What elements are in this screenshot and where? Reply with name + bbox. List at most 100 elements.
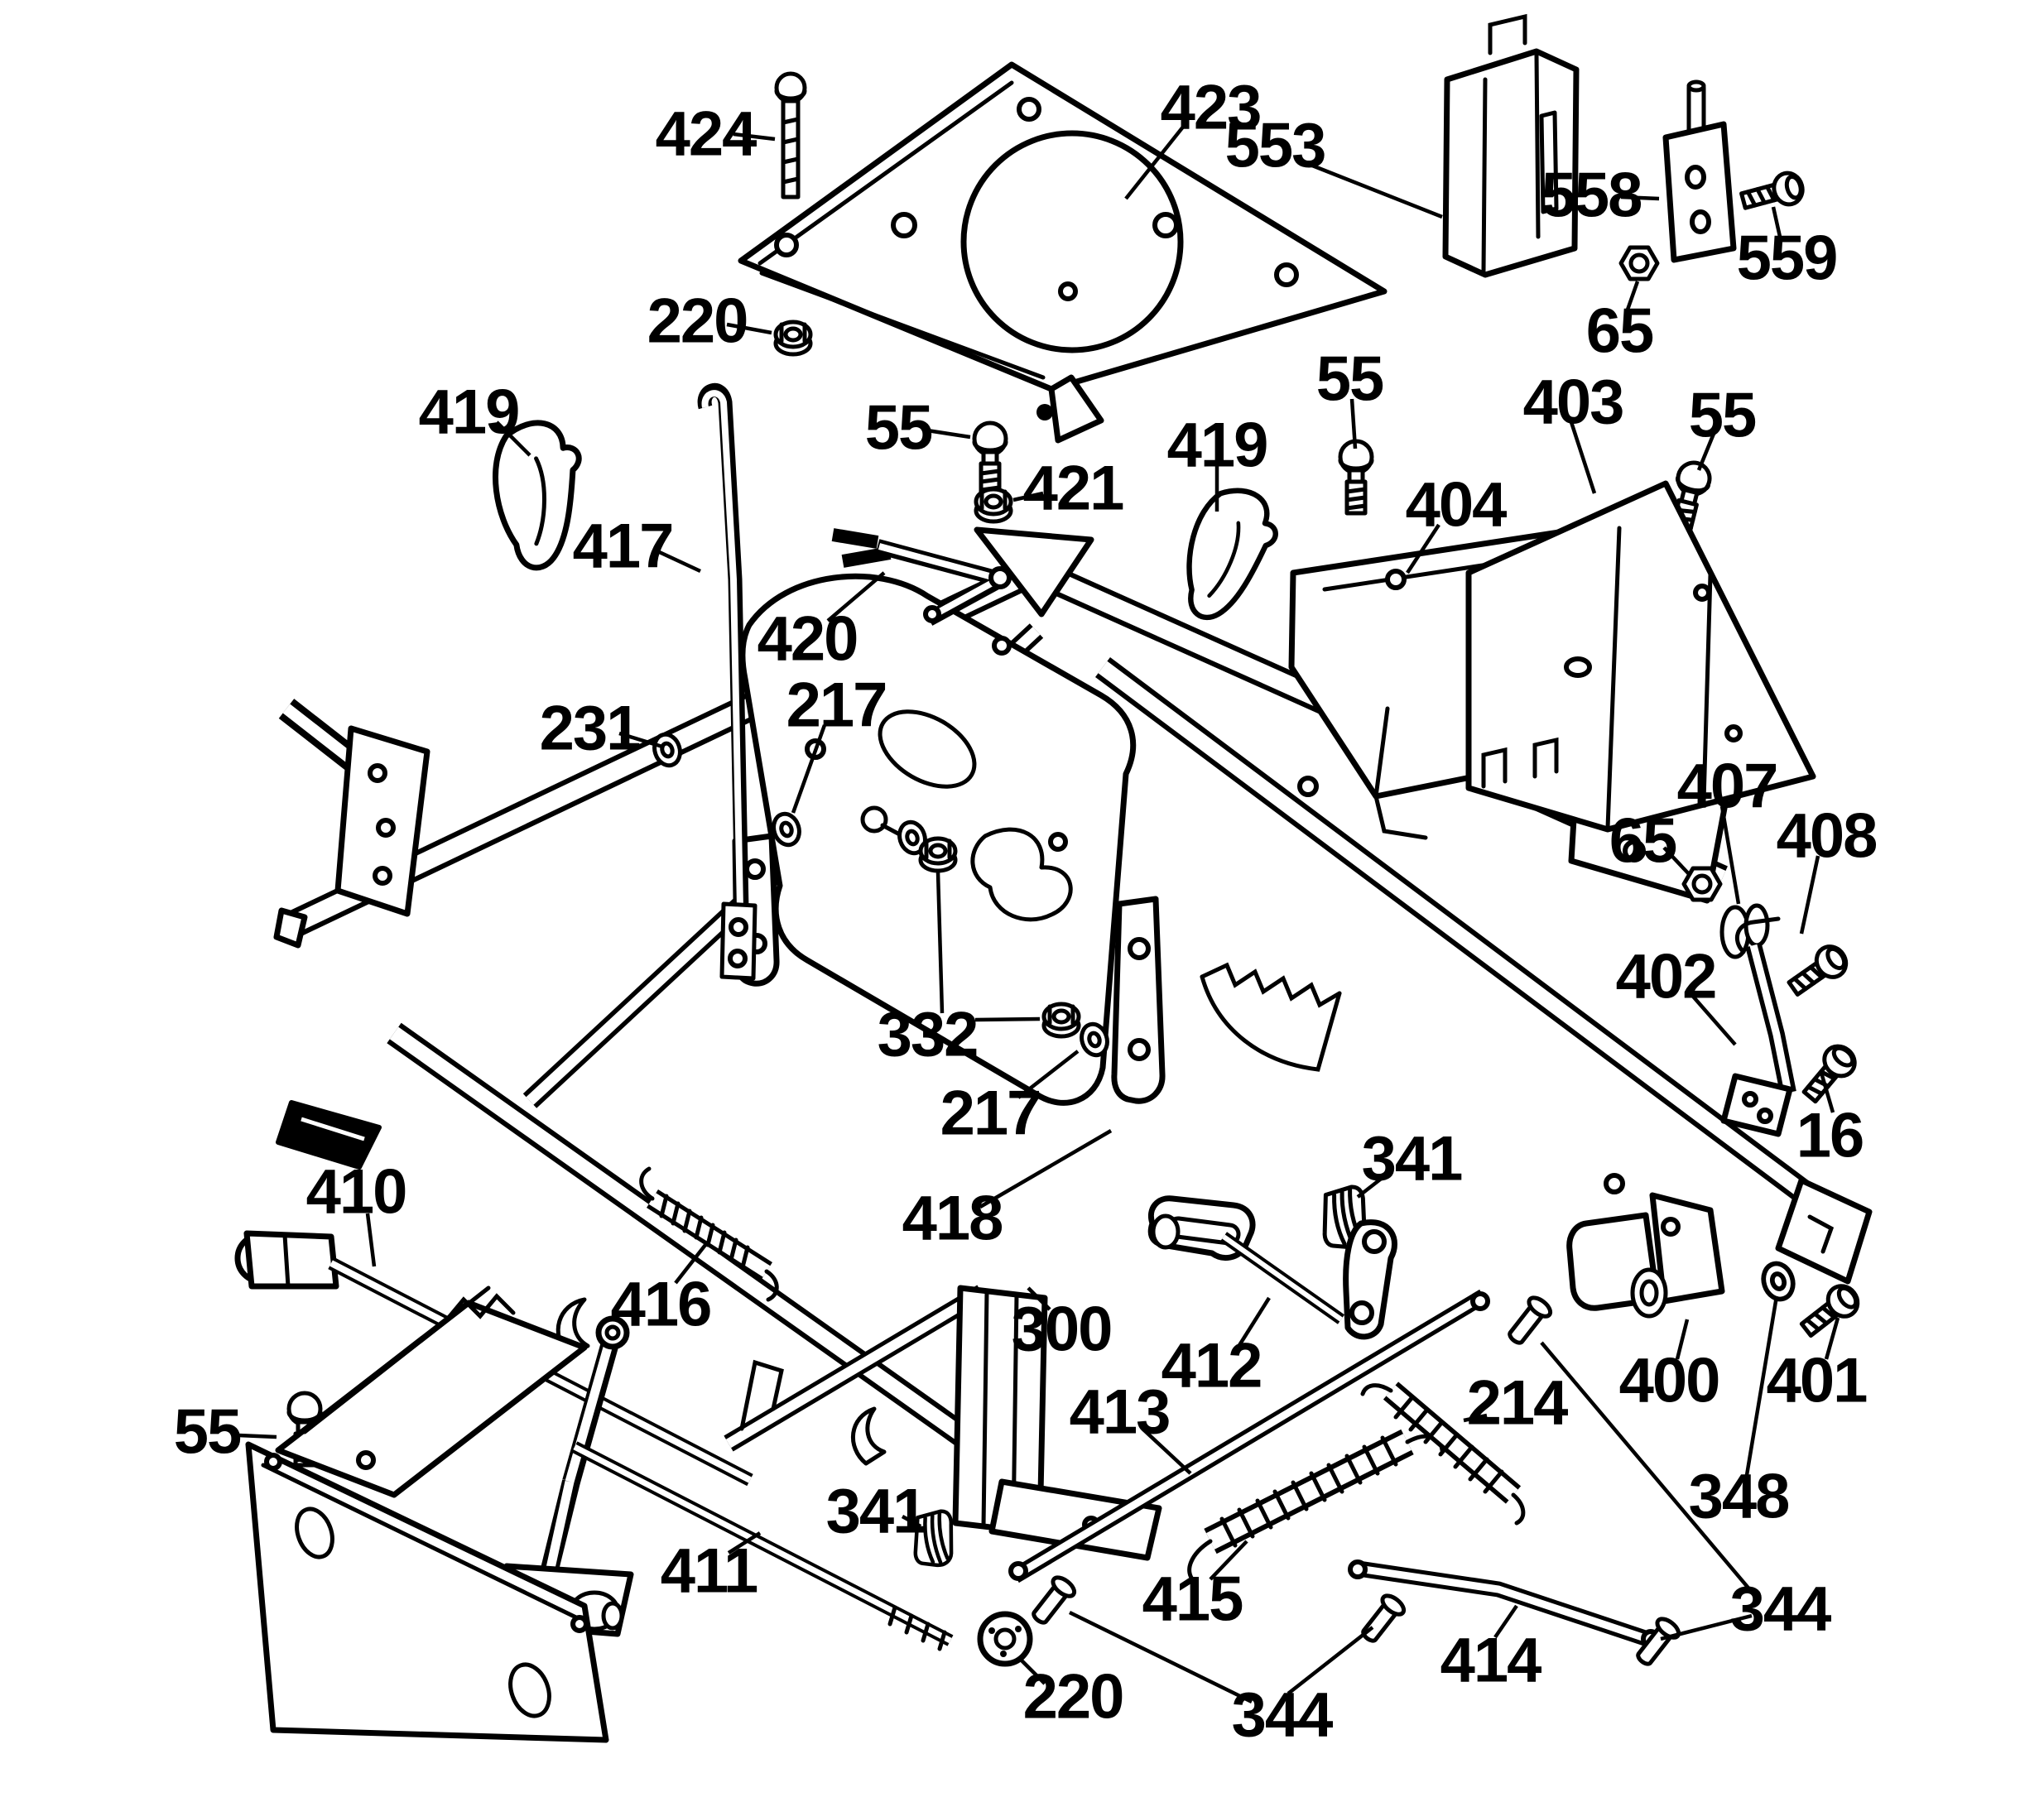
bracket-402: [1720, 916, 1796, 1137]
part-label-220-6: 220: [647, 286, 748, 357]
part-label-417-15: 417: [573, 512, 673, 582]
part-label-400-32: 400: [1619, 1346, 1719, 1416]
bracket-553: [1442, 13, 1580, 278]
frame-foot-flange: [988, 1478, 1162, 1561]
panel-hole: [992, 636, 1012, 656]
part-label-402-22: 402: [1616, 942, 1716, 1012]
spring-415: [1187, 1429, 1445, 1585]
panel-hole: [1048, 832, 1068, 852]
leader-line-410: [365, 1213, 377, 1267]
leader-line-220: [1020, 1659, 1046, 1685]
part-label-410-28: 410: [306, 1157, 406, 1228]
leader-line-411: [727, 1531, 762, 1555]
leader-lines: [238, 124, 1840, 1704]
leader-line-217: [791, 724, 827, 814]
leader-line-344: [1540, 1341, 1757, 1598]
part-label-344-38: 344: [1730, 1574, 1832, 1645]
part-label-332-23: 332: [878, 1000, 978, 1070]
part-label-411-40: 411: [661, 1536, 757, 1607]
leader-line-423: [1124, 124, 1186, 200]
leader-line-421: [1012, 491, 1044, 502]
leader-line-16: [1819, 1072, 1835, 1113]
part-label-217-18: 217: [786, 670, 887, 741]
strap-418: [1111, 896, 1166, 1104]
leader-line-231: [618, 731, 663, 749]
leader-line-332: [935, 872, 945, 1014]
leader-line-419: [495, 420, 531, 457]
leader-line-220: [726, 322, 772, 335]
leader-line-332: [974, 1016, 1041, 1022]
leader-line-403: [1569, 421, 1597, 494]
part-label-421-9: 421: [1023, 454, 1124, 524]
part-label-403-12: 403: [1523, 368, 1623, 438]
part-label-414-42: 414: [1440, 1626, 1542, 1696]
leader-line-344: [1660, 1613, 1753, 1641]
part-label-407-19: 407: [1677, 752, 1777, 822]
part-label-416-29: 416: [611, 1270, 711, 1340]
part-label-408-21: 408: [1777, 801, 1877, 872]
part-label-559-4: 559: [1737, 223, 1837, 294]
part-label-65-5: 65: [1586, 296, 1653, 367]
seat-plate-423: [738, 61, 1388, 444]
part-label-16-25: 16: [1796, 1101, 1864, 1171]
nut-220: [776, 322, 810, 354]
leader-line-408: [1799, 855, 1820, 935]
part-label-344-44: 344: [1232, 1680, 1334, 1751]
frame-rail-end-cap: [1775, 1177, 1873, 1285]
part-label-231-17: 231: [540, 694, 641, 764]
nut-421: [976, 489, 1011, 521]
part-label-341-39: 341: [826, 1477, 927, 1547]
leader-line-413: [1141, 1427, 1192, 1475]
leader-line-414: [1493, 1604, 1518, 1639]
part-label-55-34: 55: [174, 1397, 241, 1468]
stabilizer-arm-414: [1348, 1559, 1661, 1651]
stud-bolt: [860, 805, 888, 834]
v-bracket: [739, 1359, 784, 1431]
part-label-300-30: 300: [1012, 1295, 1112, 1365]
lift-bar-413: [1008, 1289, 1490, 1583]
frame-weldment-300: [273, 526, 1873, 1561]
clip-407: [1719, 903, 1770, 959]
lift-rod-417: [697, 382, 757, 981]
leader-line-553: [1303, 160, 1443, 219]
panel-cutout: [878, 709, 977, 789]
leader-line-400: [1675, 1319, 1690, 1360]
part-label-419-7: 419: [419, 377, 519, 448]
leader-line-407: [1719, 805, 1741, 905]
frame-rail-endcap: [273, 907, 308, 949]
panel-cutout: [970, 827, 1073, 922]
part-label-415-41: 415: [1142, 1564, 1243, 1635]
mount-panel-lower: [245, 1441, 609, 1743]
leader-line-55: [1696, 433, 1716, 471]
lever-420: [831, 528, 1012, 626]
part-label-55-8: 55: [865, 393, 932, 464]
leader-line-417: [653, 547, 701, 574]
leader-line-55: [1349, 398, 1358, 449]
part-label-404-14: 404: [1406, 470, 1508, 541]
leader-line-55: [238, 1433, 277, 1439]
part-label-553-2: 553: [1225, 111, 1325, 181]
leader-line-420: [826, 571, 886, 622]
leader-line-55: [926, 428, 971, 440]
part-label-420-16: 420: [757, 604, 858, 675]
leader-line-65: [1625, 281, 1640, 310]
part-label-424-0: 424: [656, 99, 757, 170]
nut-332: [1044, 1004, 1079, 1036]
leader-line-402: [1687, 990, 1737, 1046]
leader-line-558: [1620, 195, 1660, 201]
part-label-214-37: 214: [1467, 1368, 1569, 1439]
seat-plate-opening: [960, 130, 1184, 353]
adjuster-disc-220: [977, 1611, 1033, 1667]
part-label-341-27: 341: [1362, 1124, 1463, 1194]
leader-line-348: [1744, 1295, 1779, 1476]
nut-65: [1621, 247, 1657, 279]
leader-line-344: [1287, 1626, 1374, 1695]
part-label-419-10: 419: [1167, 411, 1267, 481]
link-assembly-412: [1147, 1195, 1397, 1340]
frame-tooth-sector: [1200, 962, 1342, 1008]
part-label-65-20: 65: [1609, 806, 1676, 877]
part-label-558-3: 558: [1541, 161, 1642, 231]
leader-line-415: [1209, 1540, 1248, 1581]
